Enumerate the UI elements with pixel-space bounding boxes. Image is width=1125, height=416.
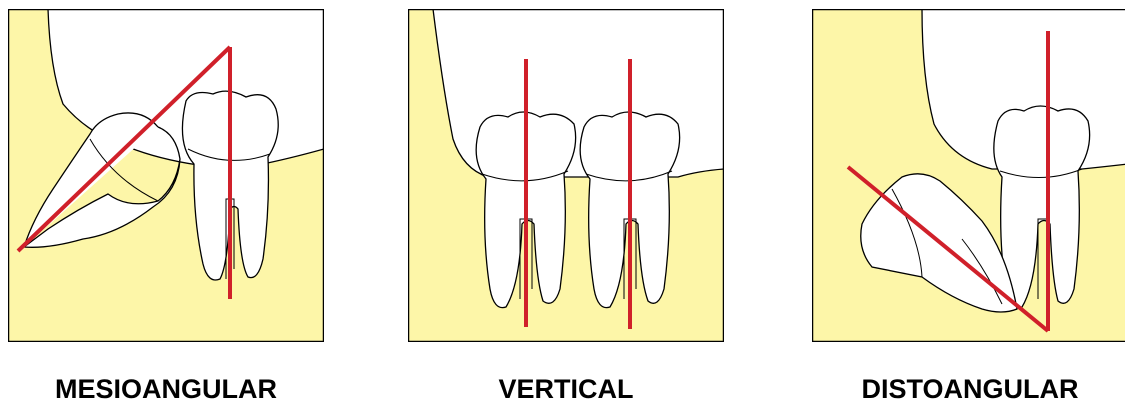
mesioangular-label: MESIOANGULAR — [0, 374, 336, 405]
vertical-panel — [408, 9, 724, 342]
vertical-diagram — [408, 9, 724, 342]
mesioangular-panel — [8, 9, 324, 342]
distoangular-panel — [812, 9, 1125, 342]
mesioangular-diagram — [8, 9, 324, 342]
distoangular-diagram — [812, 9, 1125, 342]
vertical-label: VERTICAL — [396, 374, 736, 405]
distoangular-label: DISTOANGULAR — [800, 374, 1125, 405]
